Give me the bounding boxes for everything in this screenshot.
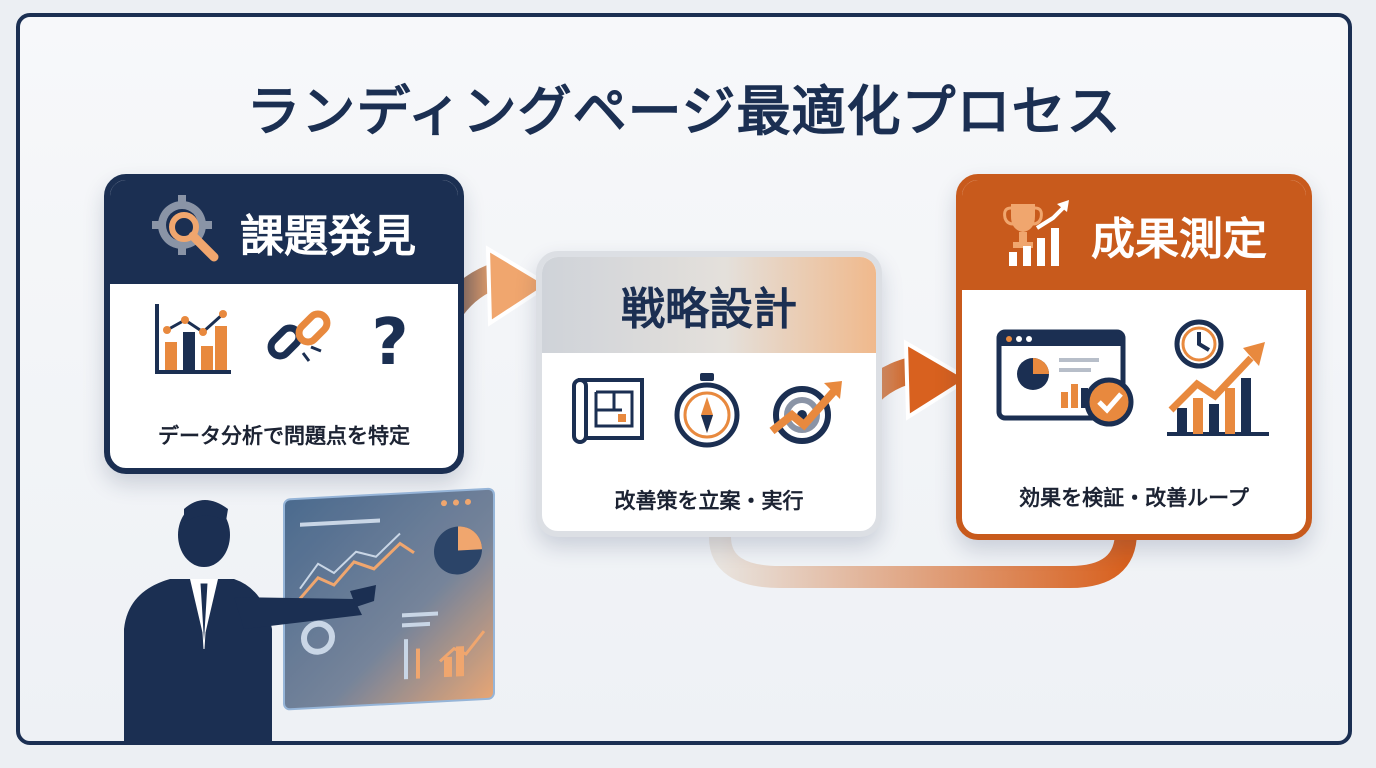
question-mark-icon: ? [365, 304, 415, 380]
target-arrow-icon [766, 375, 846, 449]
step-icons [962, 318, 1306, 442]
step-header: 課題発見 [110, 180, 458, 284]
step-description: 改善策を立案・実行 [614, 489, 804, 513]
dashboard-check-icon [995, 328, 1135, 432]
magnifier-gear-icon [152, 195, 222, 269]
loop-arrow [709, 506, 1137, 588]
step-description: 効果を検証・改善ループ [1019, 486, 1249, 510]
step-card-result-measurement: 成果測定 [956, 174, 1312, 540]
step-header: 戦略設計 [542, 257, 876, 353]
step-header: 成果測定 [962, 180, 1306, 290]
bar-chart-icon [153, 302, 233, 380]
step-description: データ分析で問題点を特定 [158, 424, 410, 448]
clock-growth-chart-icon [1163, 318, 1273, 442]
step-title: 課題発見 [240, 211, 416, 262]
svg-text:?: ? [371, 306, 408, 374]
businessman-pointing-at-dashboard-icon [124, 487, 495, 741]
step-icons [542, 371, 876, 453]
broken-link-icon [263, 303, 335, 379]
step-title: 戦略設計 [621, 284, 797, 335]
step-card-problem-discovery: 課題発見 [104, 174, 464, 474]
businessman-silhouette [124, 500, 376, 741]
dashboard-screen [283, 487, 495, 711]
blueprint-icon [572, 374, 648, 450]
step-card-strategy-design: 戦略設計 [536, 251, 882, 537]
step-icons: ? [110, 302, 458, 380]
trophy-chart-icon [1001, 198, 1071, 272]
step-title: 成果測定 [1091, 214, 1267, 265]
page-title: ランディングページ最適化プロセス [246, 80, 1122, 143]
diagram-frame: ランディングページ最適化プロセス 課題発見 [16, 13, 1352, 745]
arrow-head-2 [903, 339, 972, 421]
compass-icon [672, 371, 742, 453]
arrow-head-1 [485, 245, 552, 327]
